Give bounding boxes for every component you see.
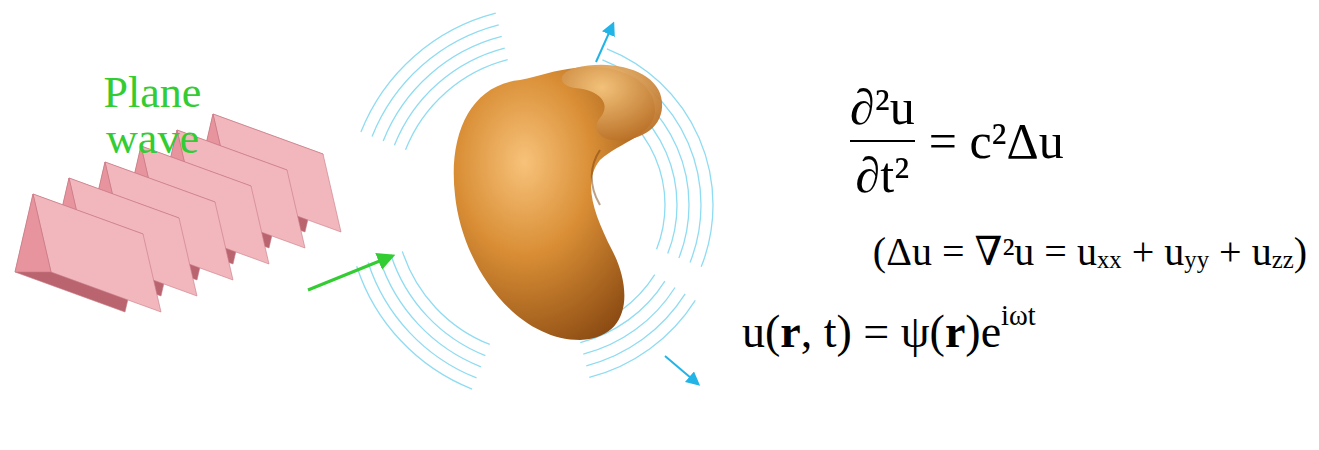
fraction: ∂²u ∂t²: [850, 78, 915, 204]
fraction-bar: [850, 140, 915, 142]
equation-part: , t) = ψ(: [801, 305, 945, 358]
wavefront-arc: [380, 259, 481, 367]
equation-part: iωt: [1001, 300, 1036, 332]
wavefront-arc: [391, 255, 485, 356]
equation-part: zz: [1272, 246, 1294, 274]
incident-arrow: [308, 256, 392, 290]
equation-part: ∂²u: [850, 78, 915, 136]
equation-part: )e: [965, 305, 1001, 358]
wave-equation: ∂²u ∂t² = c²Δu: [850, 78, 1064, 204]
equation-part: + u: [1132, 228, 1185, 275]
equation-part: = c²Δu: [929, 112, 1064, 170]
scatterer-object: [454, 65, 662, 340]
wave-ridge: [15, 194, 51, 272]
wave-label: Plane wave: [60, 70, 245, 162]
equation-part: r: [780, 305, 800, 358]
equation-part: yy: [1184, 246, 1209, 274]
laplacian-definition: (Δu = ∇²u = uxx+ uyy+ uzz): [873, 228, 1307, 275]
scatter-arrow: [665, 356, 698, 384]
equation-part: u(: [742, 305, 780, 358]
equation-part: ): [1294, 228, 1307, 275]
equation-part: r: [945, 305, 965, 358]
scattered-wavefronts: [357, 13, 713, 389]
wavefront-arc: [402, 251, 489, 344]
equation-part: xx: [1097, 246, 1122, 274]
wavefront-arc: [357, 266, 472, 389]
equation-part: + u: [1219, 228, 1272, 275]
scatter-arrow: [596, 24, 613, 62]
harmonic-solution: u(r, t) = ψ(r)eiωt: [742, 305, 1036, 358]
equation-part: ∂t²: [856, 146, 910, 204]
wave-ridge: [33, 194, 161, 312]
equation-part: (Δu = ∇²u = u: [873, 228, 1097, 275]
